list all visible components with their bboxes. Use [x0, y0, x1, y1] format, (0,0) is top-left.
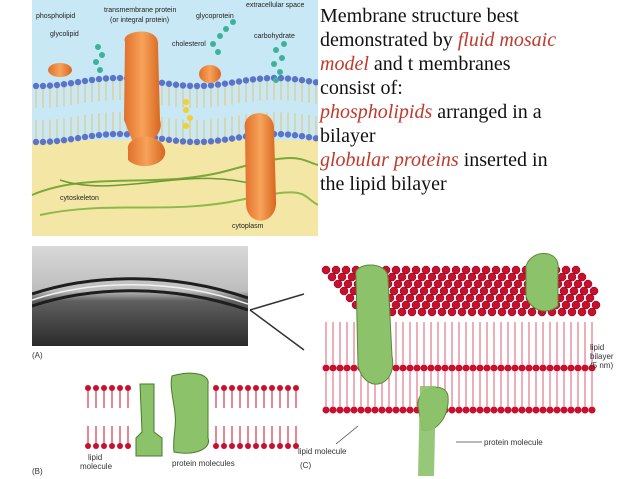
label-extracellular: extracellular space: [246, 2, 304, 9]
panel-b-tag: (B): [32, 467, 43, 476]
fluid-mosaic-diagram: phospholipid glycolipid transmembrane pr…: [0, 0, 318, 236]
protein-molecule: [136, 384, 162, 456]
slide-text-block: Membrane structure best demonstrated by …: [320, 4, 632, 196]
transmembrane-protein: [124, 31, 161, 143]
protein-molecule: [418, 386, 436, 476]
lipid-label-2: molecule: [80, 462, 113, 471]
panel-c-tag: (C): [300, 461, 311, 470]
label-glycoprotein: glycoprotein: [196, 13, 234, 20]
label-carbohydrate: carbohydrate: [254, 33, 295, 40]
lipid-molecule-label: lipid molecule: [298, 447, 347, 456]
label-cholesterol: cholesterol: [172, 41, 206, 48]
transmembrane-protein: [245, 113, 277, 221]
extracellular-space-region: [32, 0, 318, 140]
text-line: phospholipids arranged in a: [320, 100, 632, 124]
bilayer-label-3: (5 nm): [590, 361, 613, 370]
peripheral-protein: [199, 65, 221, 83]
label-phospholipid: phospholipid: [36, 13, 75, 20]
text-line: bilayer: [320, 124, 632, 148]
protein-molecules-label: protein molecules: [172, 459, 235, 468]
peripheral-protein: [48, 63, 72, 77]
label-transmembrane-1: transmembrane protein: [104, 7, 176, 14]
text-line: globular proteins inserted in: [320, 148, 632, 172]
label-transmembrane-2: (or integral protein): [110, 17, 169, 24]
panel-a-tag: (A): [32, 351, 43, 360]
text-line: consist of:: [320, 76, 632, 100]
label-glycolipid: glycolipid: [50, 31, 79, 38]
protein-molecule: [356, 265, 393, 384]
bilayer-label-2: bilayer: [590, 352, 614, 361]
electron-micrograph: (A): [32, 246, 248, 362]
text-line: model and t membranes: [320, 52, 632, 76]
text-line: the lipid bilayer: [320, 172, 632, 196]
bilayer-label-1: lipid: [590, 343, 604, 352]
membrane-3d-model: lipid bilayer (5 nm) lipid molecule prot…: [296, 246, 634, 476]
label-cytoskeleton: cytoskeleton: [60, 195, 99, 202]
bilayer-schematic: lipid molecule protein molecules (B): [32, 366, 300, 476]
lipid-label-1: lipid: [88, 453, 102, 462]
label-cytoplasm: cytoplasm: [232, 223, 264, 230]
protein-molecule: [171, 373, 208, 453]
protein-molecule: [526, 253, 558, 311]
protein-molecule-label: protein molecule: [484, 438, 543, 447]
text-line: Membrane structure best: [320, 4, 632, 28]
text-line: demonstrated by fluid mosaic: [320, 28, 632, 52]
